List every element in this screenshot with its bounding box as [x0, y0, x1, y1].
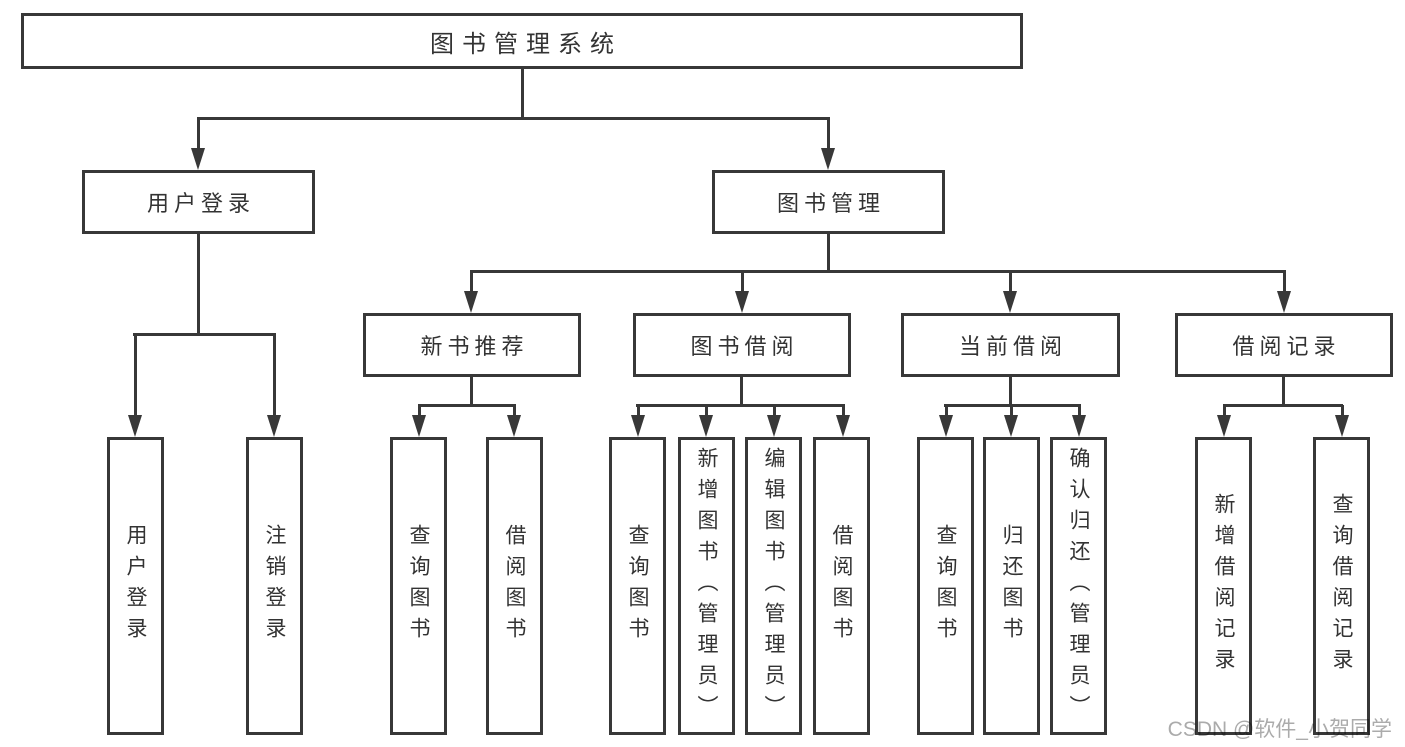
arrow-down-icon — [191, 148, 205, 170]
arrow-down-icon — [464, 291, 478, 313]
connector-line — [521, 69, 524, 118]
leaf-label: 新增借阅记录 — [1212, 493, 1235, 679]
leaf-label: 用户登录 — [124, 524, 147, 648]
arrow-down-icon — [699, 415, 713, 437]
node-root-library-management-system: 图书管理系统 — [21, 13, 1023, 69]
node-new-book-recommend: 新书推荐 — [363, 313, 581, 377]
connector-line — [945, 405, 948, 419]
leaf-label: 注销登录 — [263, 524, 286, 648]
node-book-management: 图书管理 — [712, 170, 945, 234]
connector-line — [197, 234, 200, 336]
arrow-down-icon — [1072, 415, 1086, 437]
leaf-label: 查询图书 — [407, 524, 430, 648]
arrow-down-icon — [267, 415, 281, 437]
connector-line — [636, 404, 845, 407]
connector-line — [133, 333, 276, 336]
connector-line — [418, 405, 421, 419]
leaf-bb-query-books: 查询图书 — [609, 437, 666, 735]
leaf-br-add-borrow-record: 新增借阅记录 — [1195, 437, 1252, 735]
connector-line — [1078, 405, 1081, 419]
node-label: 图书管理系统 — [430, 30, 622, 58]
leaf-label: 归还图书 — [1000, 524, 1023, 648]
node-label: 用户登录 — [146, 191, 255, 216]
connector-line — [842, 405, 845, 419]
arrow-down-icon — [1335, 415, 1349, 437]
leaf-label: 新增图书（管理员） — [695, 446, 718, 726]
connector-line — [197, 117, 830, 120]
node-label: 当前借阅 — [958, 334, 1067, 359]
node-book-borrowing: 图书借阅 — [633, 313, 851, 377]
node-borrowing-records: 借阅记录 — [1175, 313, 1393, 377]
arrow-down-icon — [412, 415, 426, 437]
connector-line — [827, 234, 830, 273]
leaf-user-login: 用户登录 — [107, 437, 164, 735]
leaf-cb-confirm-return-admin: 确认归还（管理员） — [1050, 437, 1107, 735]
node-user-login: 用户登录 — [82, 170, 315, 234]
connector-line — [1223, 405, 1226, 419]
leaf-cb-return-books: 归还图书 — [983, 437, 1040, 735]
arrow-down-icon — [128, 415, 142, 437]
arrow-down-icon — [939, 415, 953, 437]
leaf-label: 查询借阅记录 — [1330, 493, 1353, 679]
arrow-down-icon — [735, 291, 749, 313]
connector-line — [740, 377, 743, 407]
connector-line — [637, 405, 640, 419]
leaf-cb-query-books: 查询图书 — [917, 437, 974, 735]
leaf-label: 借阅图书 — [830, 524, 853, 648]
connector-line — [705, 405, 708, 419]
leaf-label: 查询图书 — [934, 524, 957, 648]
leaf-label: 查询图书 — [626, 524, 649, 648]
leaf-bb-edit-books-admin: 编辑图书（管理员） — [745, 437, 802, 735]
arrow-down-icon — [1004, 415, 1018, 437]
connector-line — [1010, 405, 1013, 419]
connector-line — [513, 405, 516, 419]
leaf-bb-add-books-admin: 新增图书（管理员） — [678, 437, 735, 735]
connector-line — [273, 334, 276, 419]
connector-line — [197, 118, 200, 152]
connector-line — [827, 118, 830, 152]
arrow-down-icon — [821, 148, 835, 170]
leaf-label: 借阅图书 — [503, 524, 526, 648]
arrow-down-icon — [631, 415, 645, 437]
node-label: 图书管理 — [776, 191, 885, 216]
connector-line — [470, 270, 1286, 273]
node-label: 借阅记录 — [1232, 334, 1341, 359]
csdn-watermark: CSDN @软件_小贺同学 — [1167, 718, 1392, 741]
leaf-bb-borrow-books: 借阅图书 — [813, 437, 870, 735]
node-current-borrowing: 当前借阅 — [901, 313, 1120, 377]
connector-line — [470, 271, 473, 295]
leaf-label: 确认归还（管理员） — [1067, 446, 1090, 726]
connector-line — [741, 271, 744, 295]
connector-line — [1282, 377, 1285, 407]
arrow-down-icon — [1003, 291, 1017, 313]
node-label: 新书推荐 — [420, 334, 529, 359]
arrow-down-icon — [836, 415, 850, 437]
connector-line — [773, 405, 776, 419]
leaf-nr-query-books: 查询图书 — [390, 437, 447, 735]
leaf-br-query-borrow-record: 查询借阅记录 — [1313, 437, 1370, 735]
connector-line — [134, 334, 137, 419]
arrow-down-icon — [767, 415, 781, 437]
connector-line — [1223, 404, 1343, 407]
leaf-logout: 注销登录 — [246, 437, 303, 735]
connector-line — [1009, 271, 1012, 295]
leaf-nr-borrow-books: 借阅图书 — [486, 437, 543, 735]
leaf-label: 编辑图书（管理员） — [762, 446, 785, 726]
arrow-down-icon — [507, 415, 521, 437]
node-label: 图书借阅 — [690, 334, 799, 359]
connector-line — [418, 404, 516, 407]
connector-line — [1341, 405, 1344, 419]
connector-line — [1283, 271, 1286, 295]
arrow-down-icon — [1217, 415, 1231, 437]
arrow-down-icon — [1277, 291, 1291, 313]
connector-line — [470, 377, 473, 407]
connector-line — [1009, 377, 1012, 407]
